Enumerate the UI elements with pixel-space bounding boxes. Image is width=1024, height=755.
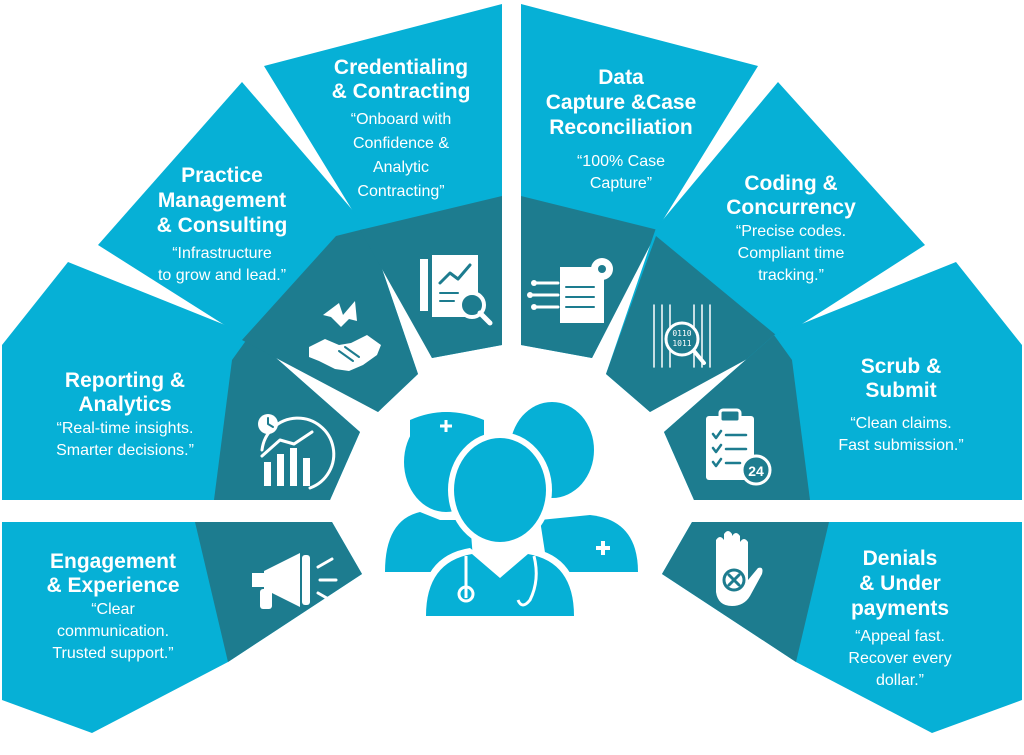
segment-denials-title-line: payments	[851, 597, 949, 620]
analytics-chart-icon	[258, 414, 336, 490]
segment-practice-title-line: Management	[158, 189, 286, 212]
segment-engagement-quote-line: Trusted support.”	[52, 645, 173, 662]
handshake-icon	[309, 301, 381, 371]
segment-denials-title-line: Denials	[863, 547, 938, 570]
segment-credentialing-title-line: Credentialing	[334, 56, 468, 79]
segment-reporting-inner	[214, 335, 360, 500]
segment-denials-quote-line: Recover every	[848, 650, 951, 667]
segment-credentialing-quote-line: Analytic	[373, 159, 429, 176]
megaphone-icon	[252, 553, 338, 609]
data-document-gear-icon	[527, 258, 613, 323]
segment-data-capture-quote-line: “100% Case	[577, 153, 665, 170]
segment-engagement-title-line: Engagement	[50, 550, 176, 573]
segment-coding-quote-line: “Precise codes.	[736, 223, 846, 240]
svg-text:1011: 1011	[672, 339, 691, 348]
segment-data-capture-quote-line: Capture”	[590, 175, 652, 192]
segment-practice-quote-line: to grow and lead.”	[158, 267, 286, 284]
segment-practice-title-line: Practice	[181, 164, 263, 187]
segment-reporting-title-line: Analytics	[78, 393, 171, 416]
segment-credentialing-title-line: & Contracting	[332, 80, 471, 103]
segment-coding-quote-line: Compliant time	[738, 245, 845, 262]
segment-engagement-title-line: & Experience	[46, 574, 179, 597]
stop-hand-icon	[716, 531, 763, 606]
segment-coding-quote-line: tracking.”	[758, 267, 824, 284]
segment-data-capture-title-line: Capture &Case	[546, 91, 697, 114]
segment-reporting	[2, 262, 360, 500]
clipboard-24-icon: 24	[706, 408, 772, 486]
segment-data-capture-title-line: Reconciliation	[549, 116, 693, 139]
segment-scrub-title-line: Submit	[865, 379, 936, 402]
segment-practice-inner	[242, 228, 418, 412]
segment-scrub-title-line: Scrub &	[861, 355, 942, 378]
segment-denials-quote-line: “Appeal fast.	[855, 628, 945, 645]
segment-scrub-quote-line: “Clean claims.	[850, 415, 951, 432]
segment-practice-title-line: & Consulting	[157, 214, 288, 237]
segment-denials-quote-line: dollar.”	[876, 672, 924, 689]
segment-practice-quote-line: “Infrastructure	[172, 245, 272, 262]
medical-team-icon	[385, 402, 638, 616]
segment-reporting-quote-line: Smarter decisions.”	[56, 442, 194, 459]
svg-text:0110: 0110	[672, 329, 691, 338]
segment-credentialing-quote-line: Confidence &	[353, 135, 449, 152]
front-doctor-figure	[420, 432, 580, 616]
segment-practice	[98, 82, 418, 412]
segment-reporting-quote-line: “Real-time insights.	[57, 420, 194, 437]
segment-denials-title-line: & Under	[859, 572, 941, 595]
binary-code-icon: 0110 1011	[653, 304, 711, 368]
segment-reporting-title-line: Reporting &	[65, 369, 185, 392]
segment-credentialing-quote-line: Contracting”	[357, 183, 444, 200]
segment-coding-title-line: Coding &	[744, 172, 837, 195]
segment-coding-title-line: Concurrency	[726, 196, 856, 219]
segment-engagement-quote-line: “Clear	[91, 601, 135, 618]
segment-engagement-quote-line: communication.	[57, 623, 169, 640]
segment-data-capture-title-line: Data	[598, 66, 644, 89]
document-analysis-icon	[420, 255, 493, 326]
clipboard-24-badge: 24	[748, 463, 764, 479]
segment-credentialing-quote-line: “Onboard with	[351, 111, 452, 128]
segment-scrub-quote-line: Fast submission.”	[838, 437, 963, 454]
